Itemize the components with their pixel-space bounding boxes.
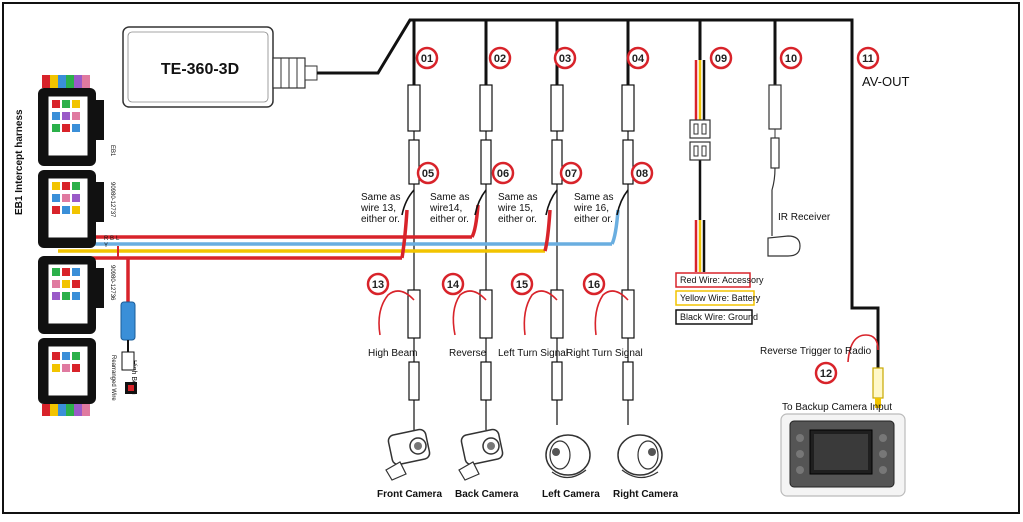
harness-bottom-tag: Rearranged Wire: [110, 355, 116, 401]
note-same13-line1: Same as: [361, 192, 400, 203]
svg-text:12: 12: [820, 368, 832, 380]
svg-text:10: 10: [785, 53, 797, 65]
power-yellow-label: Yellow Wire: Battery: [680, 293, 761, 303]
note-same15-line2: wire 15,: [497, 203, 533, 214]
wire-letter-b: B: [110, 236, 114, 242]
harness-wires: [58, 204, 620, 302]
module-box: TE-360-3D: [122, 26, 318, 108]
connector-a-code: 90980-12737: [109, 182, 115, 218]
note-same14-line1: Same as: [430, 192, 469, 203]
badge-15: 15: [510, 272, 534, 296]
module-name: TE-360-3D: [161, 61, 239, 78]
note-same13-line2: wire 13,: [360, 203, 396, 214]
badge-08: 08: [630, 161, 654, 185]
ir-receiver-group: [767, 84, 801, 257]
badge-14: 14: [441, 272, 465, 296]
wire-letter-y: Y: [104, 243, 108, 249]
svg-text:14: 14: [447, 279, 460, 291]
rca-plug-icon: [872, 367, 884, 408]
svg-text:03: 03: [559, 53, 571, 65]
wire-letter-r: R: [104, 236, 109, 242]
inline-fuse: [120, 301, 137, 394]
number-badges: 01 02 03 04 09 10 11 05 06 07 08 13 14 1…: [366, 46, 880, 385]
diagram-border: [2, 2, 1020, 514]
camera-label-right: Right Camera: [613, 489, 678, 500]
right-camera-icon: [617, 434, 663, 479]
power-connector: [689, 119, 711, 161]
front-camera-icon: [385, 428, 431, 481]
note-same15-line1: Same as: [498, 192, 537, 203]
label-reverse: Reverse: [449, 348, 487, 359]
badge-11: 11: [856, 46, 880, 70]
svg-text:06: 06: [497, 168, 509, 180]
camera-wire-columns: [407, 84, 635, 430]
head-unit: [780, 413, 906, 497]
tap-wires: [378, 189, 629, 336]
power-black-label: Black Wire: Ground: [680, 312, 758, 322]
note-same16-line2: wire 16,: [573, 203, 609, 214]
camera-label-back: Back Camera: [455, 489, 519, 500]
ir-receiver-label: IR Receiver: [778, 212, 831, 223]
power-wire-group: [694, 60, 706, 272]
svg-text:08: 08: [636, 168, 648, 180]
left-camera-icon: [545, 434, 591, 479]
svg-text:16: 16: [588, 279, 600, 291]
connector-b-code: 90980-12736: [109, 265, 115, 301]
harness-title: EB1 Intercept harness: [14, 109, 25, 215]
same-as-notes: Same as wire 13, either or. Same as wire…: [360, 192, 613, 225]
badge-10: 10: [779, 46, 803, 70]
badge-13: 13: [366, 272, 390, 296]
svg-text:11: 11: [862, 53, 874, 65]
badge-04: 04: [626, 46, 650, 70]
camera-label-front: Front Camera: [377, 489, 442, 500]
svg-text:15: 15: [516, 279, 528, 291]
note-same16-line3: either or.: [574, 214, 613, 225]
connector-top-code: EB1: [109, 145, 115, 157]
badge-06: 06: [491, 161, 515, 185]
badge-02: 02: [488, 46, 512, 70]
camera-label-left: Left Camera: [542, 489, 600, 500]
harness-connector-a: [38, 170, 104, 248]
svg-text:02: 02: [494, 53, 506, 65]
harness-high-beam-tag: High Beam: [130, 360, 137, 395]
svg-text:05: 05: [422, 168, 434, 180]
power-legend: Red Wire: Accessory Yellow Wire: Battery…: [675, 272, 764, 325]
backup-input-label: To Backup Camera Input: [782, 402, 892, 413]
svg-text:07: 07: [565, 168, 577, 180]
label-right-turn: Right Turn Signal: [566, 348, 643, 359]
reverse-trigger-label: Reverse Trigger to Radio: [760, 346, 872, 357]
badge-16: 16: [582, 272, 606, 296]
power-red-label: Red Wire: Accessory: [680, 275, 764, 285]
note-same13-line3: either or.: [361, 214, 400, 225]
note-same16-line1: Same as: [574, 192, 613, 203]
badge-07: 07: [559, 161, 583, 185]
av-out-label: AV-OUT: [862, 74, 909, 89]
harness-connector-b: [38, 256, 104, 334]
note-same15-line3: either or.: [498, 214, 537, 225]
harness-colored-pins: [52, 100, 80, 372]
harness-connector-eb1: [38, 75, 104, 166]
back-camera-icon: [458, 428, 504, 481]
reverse-trigger-wire: [847, 334, 879, 363]
badge-09: 09: [709, 46, 733, 70]
harness-connector-bottom: [38, 338, 96, 416]
note-same14-line2: wire14,: [429, 203, 462, 214]
svg-text:09: 09: [715, 53, 727, 65]
badge-03: 03: [553, 46, 577, 70]
badge-12: 12: [814, 361, 838, 385]
label-left-turn: Left Turn Signal: [498, 348, 568, 359]
badge-05: 05: [416, 161, 440, 185]
svg-text:13: 13: [372, 279, 384, 291]
svg-text:04: 04: [632, 53, 645, 65]
label-high-beam: High Beam: [368, 348, 417, 359]
note-same14-line3: either or.: [430, 214, 469, 225]
wire-letter-l: L: [116, 236, 120, 242]
svg-text:01: 01: [421, 53, 433, 65]
badge-01: 01: [415, 46, 439, 70]
